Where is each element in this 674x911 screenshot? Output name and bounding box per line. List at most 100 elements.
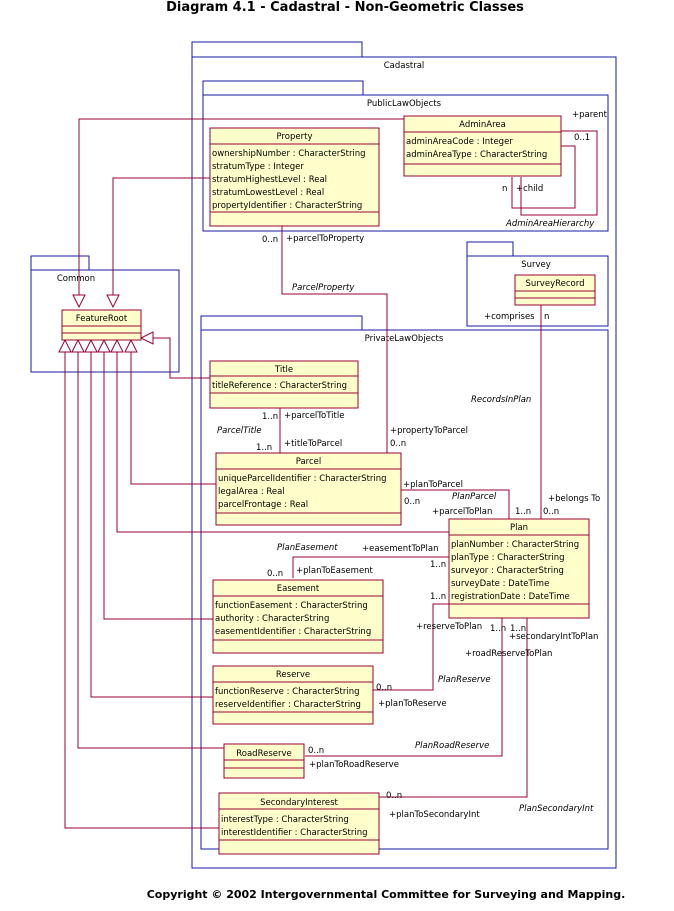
multiplicity-label: 1..n: [490, 624, 506, 634]
association-name: PlanEasement: [277, 543, 338, 553]
class-reserve[interactable]: Reserve functionReserve : CharacterStrin…: [212, 665, 374, 725]
class-admin-area-attr: adminAreaType : CharacterString: [406, 150, 547, 160]
package-public-law-label: PublicLawObjects: [367, 99, 442, 109]
class-easement[interactable]: Easement functionEasement : CharacterStr…: [212, 579, 384, 654]
association-records-in-plan: +comprises n RecordsInPlan +belongs To 0…: [471, 312, 600, 517]
multiplicity-label: 0..n: [386, 791, 402, 801]
association-parcel-title: 1..n +parcelToTitle ParcelTitle 1..n +ti…: [217, 411, 344, 453]
role-label: +parcelToTitle: [284, 411, 344, 421]
multiplicity-label: 0..1: [574, 133, 590, 143]
package-cadastral-label: Cadastral: [384, 61, 425, 71]
multiplicity-label: 0..n: [404, 497, 420, 507]
role-label: +roadReserveToPlan: [465, 649, 552, 659]
class-survey-record-name: SurveyRecord: [526, 279, 585, 289]
multiplicity-label: 1..n: [515, 507, 531, 517]
class-feature-root-name: FeatureRoot: [76, 314, 128, 324]
class-survey-record[interactable]: SurveyRecord: [514, 274, 596, 306]
class-reserve-attr: reserveIdentifier : CharacterString: [215, 700, 361, 710]
class-road-reserve-name: RoadReserve: [236, 749, 292, 759]
multiplicity-label: 0..n: [390, 439, 406, 449]
class-admin-area-attr: adminAreaCode : Integer: [406, 137, 513, 147]
role-label: +easementToPlan: [362, 544, 438, 554]
role-label: +propertyToParcel: [390, 426, 468, 436]
role-label: +belongs To: [548, 494, 600, 504]
class-plan[interactable]: Plan planNumber : CharacterString planTy…: [448, 518, 590, 619]
role-label: +comprises: [484, 312, 535, 322]
class-plan-attr: planNumber : CharacterString: [451, 540, 579, 550]
role-label: +parent: [572, 110, 608, 120]
class-secondary-interest-name: SecondaryInterest: [260, 798, 338, 808]
multiplicity-label: n: [544, 312, 549, 322]
class-property-attr: stratumHighestLevel : Real: [212, 175, 327, 185]
association-plan-parcel: +planToParcel PlanParcel 0..n +parcelToP…: [403, 480, 531, 517]
package-cadastral: Cadastral: [191, 41, 617, 869]
multiplicity-label: 0..n: [267, 569, 283, 579]
association-plan-reserve: 1..n +reserveToPlan PlanReserve 0..n +pl…: [376, 592, 491, 709]
package-common-label: Common: [57, 274, 95, 284]
role-label: +parcelToPlan: [432, 507, 492, 517]
multiplicity-label: 0..n: [262, 235, 278, 245]
class-title[interactable]: Title titleReference : CharacterString: [209, 360, 359, 409]
multiplicity-label: 1..n: [256, 443, 272, 453]
class-plan-name: Plan: [510, 523, 528, 533]
multiplicity-label: n: [502, 184, 507, 194]
class-easement-attr: easementIdentifier : CharacterString: [215, 627, 371, 637]
association-name: PlanParcel: [452, 492, 497, 502]
association-name: ParcelProperty: [292, 283, 355, 293]
association-plan-road-reserve: 1..n +roadReserveToPlan PlanRoadReserve …: [308, 624, 552, 770]
multiplicity-label: 1..n: [430, 560, 446, 570]
class-secondary-interest-attr: interestType : CharacterString: [221, 815, 349, 825]
class-property-attr: stratumType : Integer: [212, 162, 304, 172]
class-reserve-attr: functionReserve : CharacterString: [215, 687, 360, 697]
class-title-name: Title: [274, 365, 293, 375]
role-label: +parcelToProperty: [286, 234, 364, 244]
class-secondary-interest[interactable]: SecondaryInterest interestType : Charact…: [218, 792, 380, 855]
role-label: +reserveToPlan: [416, 622, 482, 632]
role-label: +titleToParcel: [284, 439, 342, 449]
class-plan-attr: surveyDate : DateTime: [451, 579, 549, 589]
association-plan-secondary-int: 1..n +secondaryIntToPlan 0..n PlanSecond…: [386, 624, 598, 820]
multiplicity-label: 0..n: [376, 683, 392, 693]
diagram-title: Diagram 4.1 - Cadastral - Non-Geometric …: [166, 0, 524, 15]
package-private-law-label: PrivateLawObjects: [365, 334, 444, 344]
class-easement-name: Easement: [277, 584, 320, 594]
role-label: +planToReserve: [378, 699, 447, 709]
package-survey-label: Survey: [521, 260, 551, 270]
class-parcel-attr: uniqueParcelIdentifier : CharacterString: [218, 474, 387, 484]
role-label: +planToEasement: [296, 566, 374, 576]
association-name: ParcelTitle: [217, 426, 262, 436]
class-property-name: Property: [277, 132, 313, 142]
association-name: PlanSecondaryInt: [519, 804, 594, 814]
class-secondary-interest-attr: interestIdentifier : CharacterString: [221, 828, 368, 838]
association-name: PlanReserve: [438, 675, 491, 685]
association-name: RecordsInPlan: [471, 395, 531, 405]
class-property-attr: stratumLowestLevel : Real: [212, 188, 324, 198]
association-admin-area-hierarchy: +parent 0..1 n +child AdminAreaHierarchy: [502, 110, 608, 229]
class-admin-area[interactable]: AdminArea adminAreaCode : Integer adminA…: [403, 115, 562, 177]
class-property-attr: propertyIdentifier : CharacterString: [212, 201, 362, 211]
package-survey: Survey: [466, 241, 609, 327]
class-title-attr: titleReference : CharacterString: [212, 381, 347, 391]
class-parcel-name: Parcel: [296, 457, 322, 467]
class-easement-attr: functionEasement : CharacterString: [215, 601, 368, 611]
multiplicity-label: 1..n: [262, 412, 278, 422]
class-road-reserve[interactable]: RoadReserve: [223, 743, 305, 779]
association-lines: [279, 130, 598, 798]
class-parcel-attr: parcelFrontage : Real: [218, 500, 308, 510]
multiplicity-label: 1..n: [430, 592, 446, 602]
role-label: +planToParcel: [403, 480, 463, 490]
class-plan-attr: planType : CharacterString: [451, 553, 564, 563]
generalization-lines: [64, 118, 449, 829]
class-property-attr: ownershipNumber : CharacterString: [212, 149, 366, 159]
class-property[interactable]: Property ownershipNumber : CharacterStri…: [209, 127, 380, 227]
class-parcel[interactable]: Parcel uniqueParcelIdentifier : Characte…: [215, 452, 402, 526]
multiplicity-label: 0..n: [543, 507, 559, 517]
role-label: +secondaryIntToPlan: [509, 632, 598, 642]
class-plan-attr: registrationDate : DateTime: [451, 592, 570, 602]
association-name: AdminAreaHierarchy: [505, 219, 595, 229]
class-parcel-attr: legalArea : Real: [218, 487, 285, 497]
class-easement-attr: authority : CharacterString: [215, 614, 329, 624]
copyright-footer: Copyright © 2002 Intergovernmental Commi…: [147, 888, 626, 901]
role-label: +planToSecondaryInt: [389, 810, 480, 820]
class-feature-root[interactable]: FeatureRoot: [61, 309, 142, 341]
